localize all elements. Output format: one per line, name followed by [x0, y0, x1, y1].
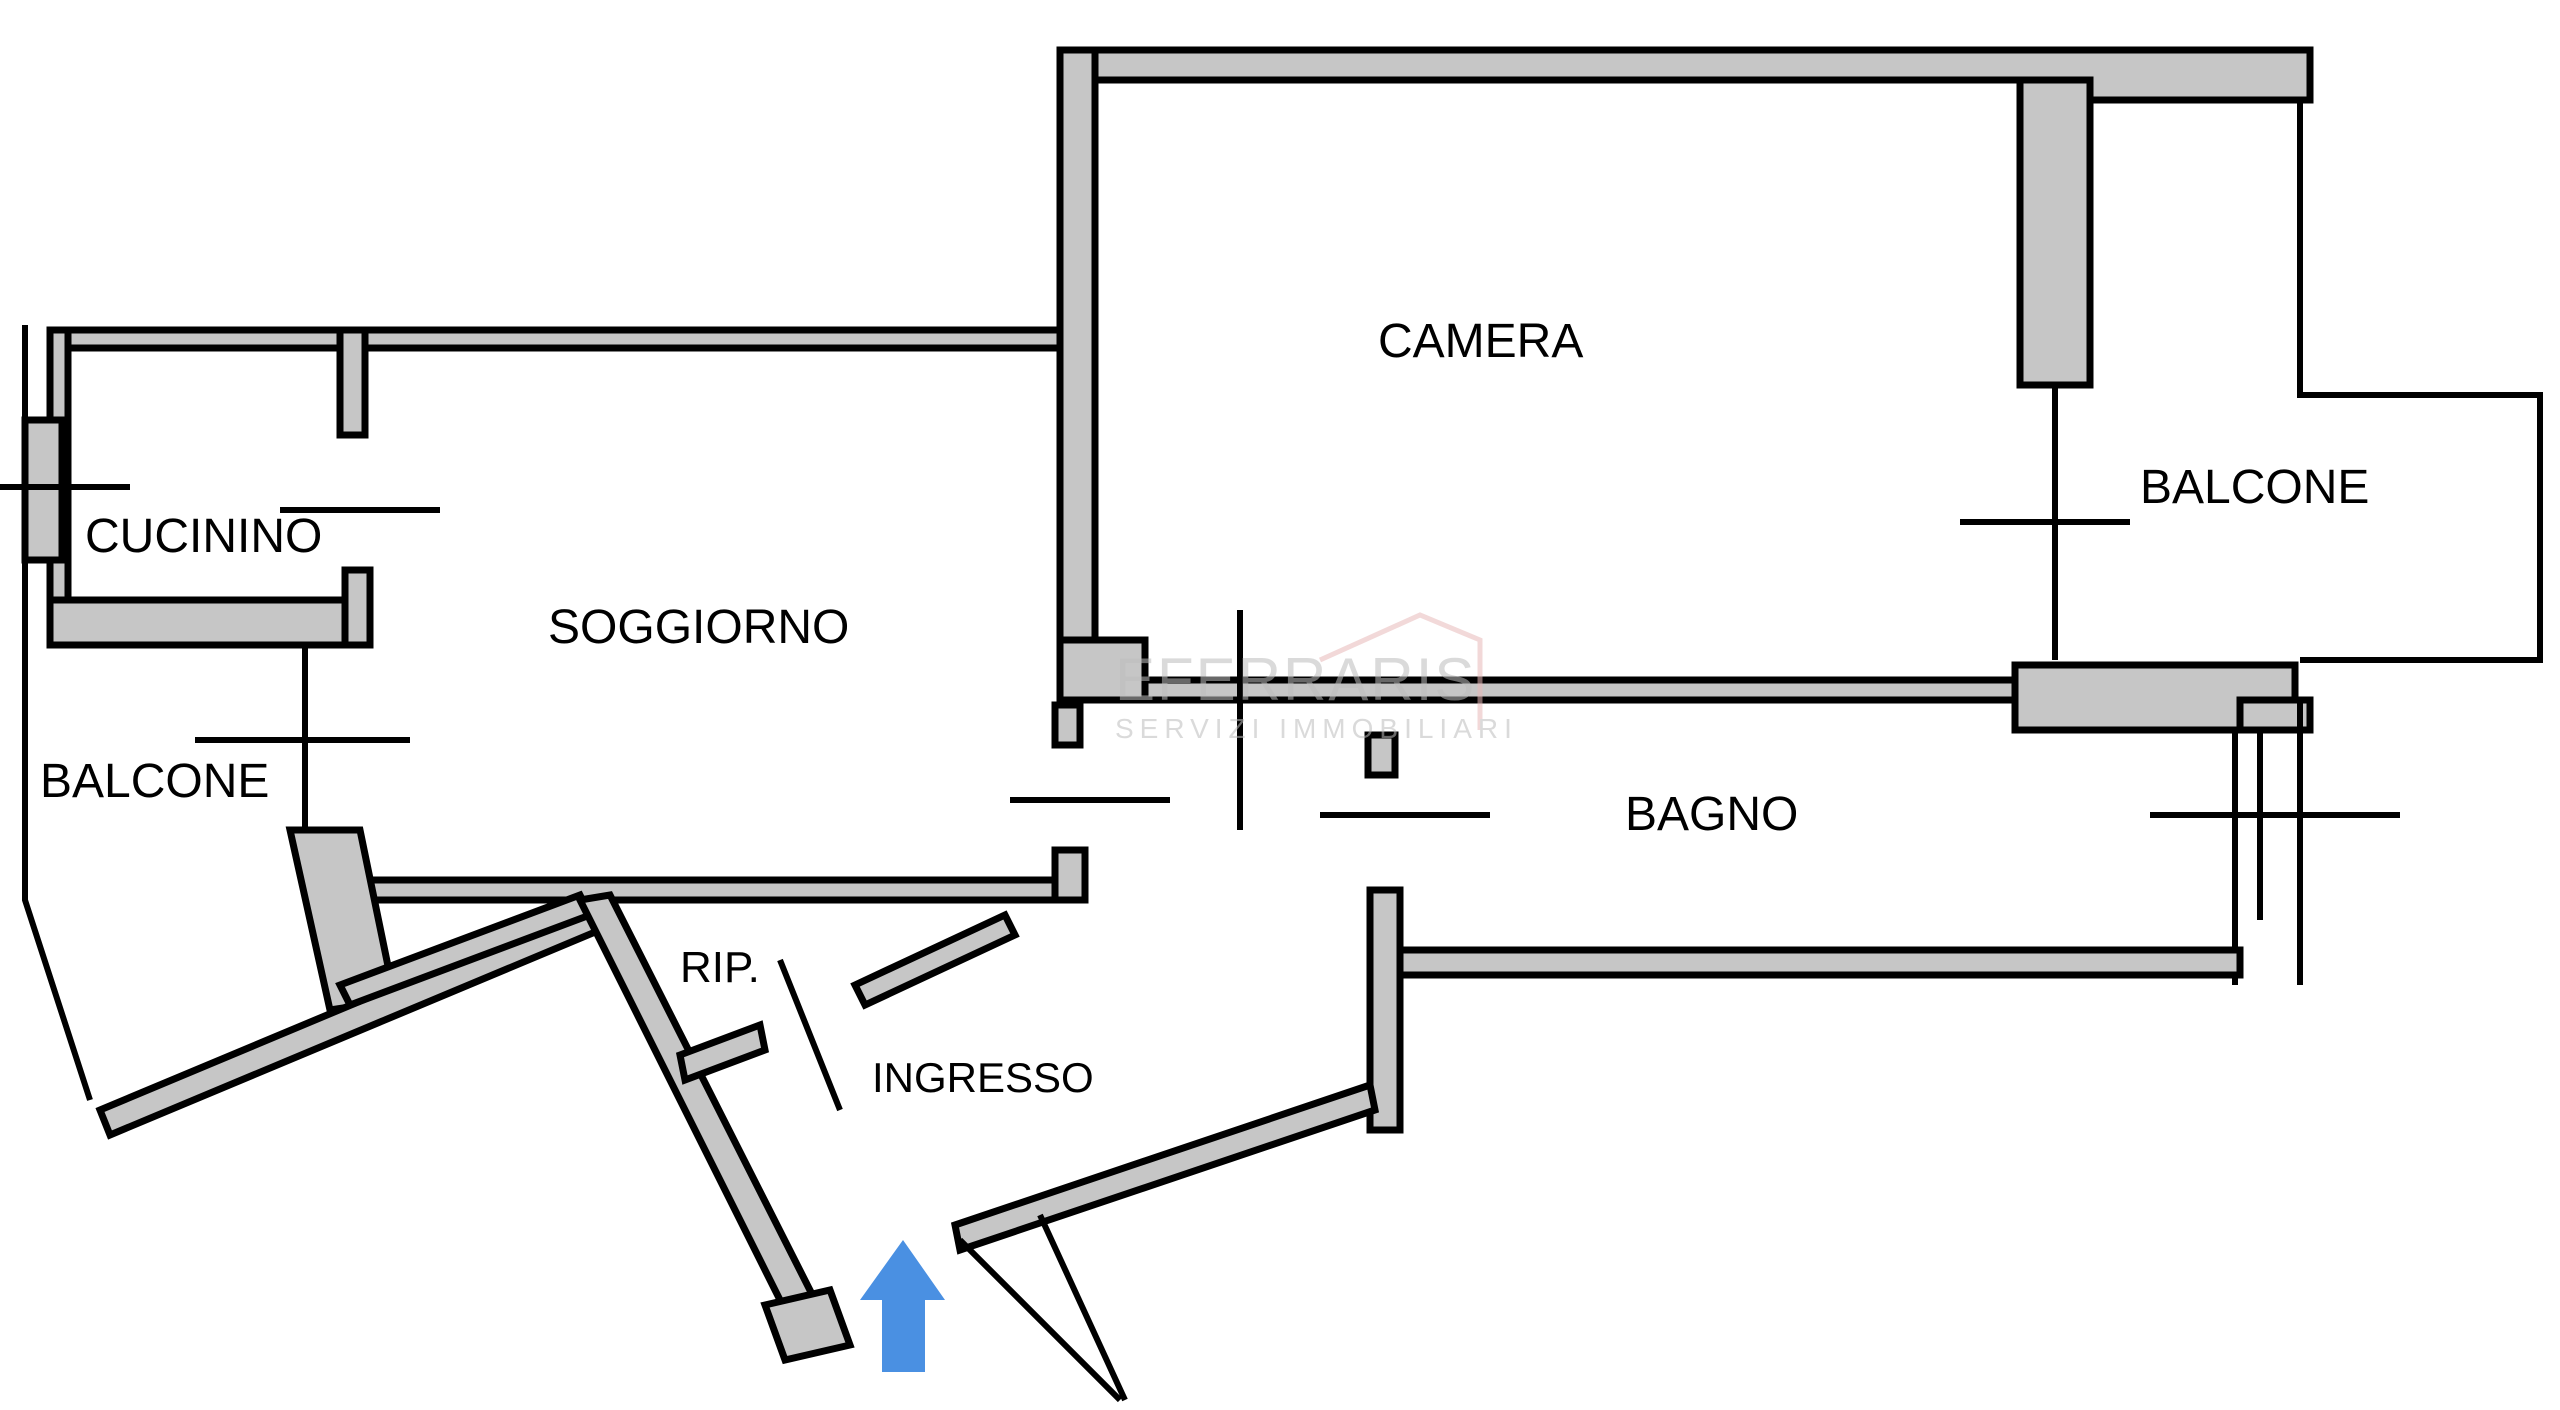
wall-cucinino-stub-bottom [341, 566, 374, 649]
wall-camera-column [2016, 76, 2094, 389]
room-label-ripostiglio: RIP. [680, 943, 760, 992]
wall-bagno-jamb [1364, 731, 1399, 779]
arrow-up-icon [860, 1240, 945, 1372]
wall-bagno-right-window [2232, 730, 2263, 985]
room-label-bagno: BAGNO [1625, 788, 1798, 841]
wall-rip-door [675, 1020, 770, 1085]
wall-cucinino-stub-top [336, 326, 369, 439]
wall-top-left [46, 326, 1064, 352]
room-labels: CUCININO SOGGIORNO BALCONE CAMERA BALCON… [40, 315, 2369, 1101]
room-label-soggiorno: SOGGIORNO [548, 601, 849, 654]
wall-bagno-right [2236, 696, 2314, 734]
wall-ingresso-rail [957, 1237, 1123, 1403]
wall-ingresso-rail-2 [1037, 1213, 1128, 1402]
wall-soggiorno-bottom [356, 876, 1064, 904]
watermark: EFERRARIS SERVIZI IMMOBILIARI [1115, 612, 1518, 744]
wall-bagno-bottom [1391, 946, 2244, 979]
wall-rip-end [760, 1285, 855, 1365]
room-label-balcone-left: BALCONE [40, 755, 269, 808]
room-label-cucinino: CUCININO [85, 510, 322, 563]
room-label-camera: CAMERA [1378, 315, 1583, 368]
door-ingresso-top [850, 910, 1020, 1010]
house-roof-icon [1318, 612, 1483, 730]
wall-balcone-outline [2087, 97, 2543, 663]
room-label-balcone-right: BALCONE [2140, 461, 2369, 514]
walls [21, 46, 2543, 1403]
wall-camera-left [1056, 46, 1099, 704]
watermark-tagline: SERVIZI IMMOBILIARI [1115, 713, 1518, 744]
watermark-brand: EFERRARIS [1115, 646, 1476, 713]
wall-ingresso-diagonal [950, 1080, 1380, 1255]
wall-bagno-left [1366, 886, 1404, 1134]
room-label-ingresso: INGRESSO [872, 1054, 1094, 1101]
wall-cucinino-bottom [46, 596, 374, 649]
door-rip [777, 958, 843, 1112]
wall-soggiorno-jamb [1051, 846, 1089, 904]
doors [0, 484, 2400, 1112]
wall-soggiorno-left-stub [1051, 701, 1084, 749]
wall-top-camera [1056, 46, 2314, 104]
